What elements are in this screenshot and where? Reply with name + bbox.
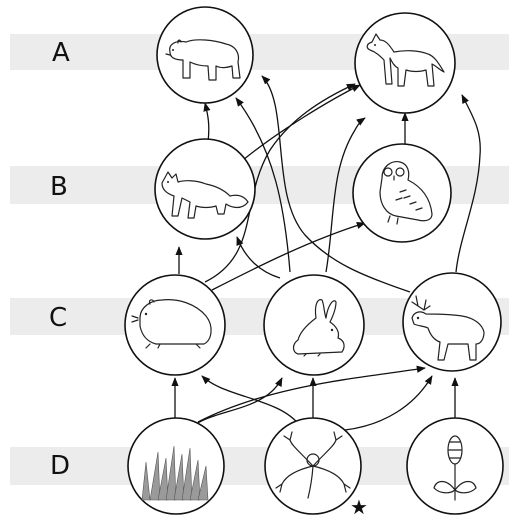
- arrow-hare-to-arctic-fox: [237, 237, 280, 278]
- level-label-a: A: [52, 38, 70, 68]
- arrow-arctic-fox-to-wolf: [243, 85, 360, 160]
- level-label-d: D: [50, 451, 70, 481]
- organism-lichen: [265, 418, 361, 514]
- organism-polar-bear: [157, 7, 253, 103]
- organism-flowering-plant: [407, 418, 503, 514]
- feeding-arrows: [175, 76, 480, 430]
- organism-lemming: [125, 275, 225, 375]
- arrow-grass-to-hare: [190, 378, 282, 428]
- organism-snowy-owl: [353, 144, 451, 242]
- organism-hare: [264, 275, 364, 375]
- arrow-grass-to-caribou: [198, 368, 425, 422]
- lichen-star-marker: ★: [350, 495, 368, 516]
- arrow-arctic-fox-to-polar-bear: [205, 103, 209, 142]
- level-label-c: C: [49, 303, 67, 333]
- organism-wolf: [355, 13, 455, 113]
- organism-arctic-fox: [155, 139, 255, 239]
- arrow-lichen-to-caribou: [345, 376, 432, 430]
- level-label-b: B: [50, 172, 68, 202]
- organism-grass: [128, 418, 224, 514]
- organism-caribou: [403, 273, 501, 371]
